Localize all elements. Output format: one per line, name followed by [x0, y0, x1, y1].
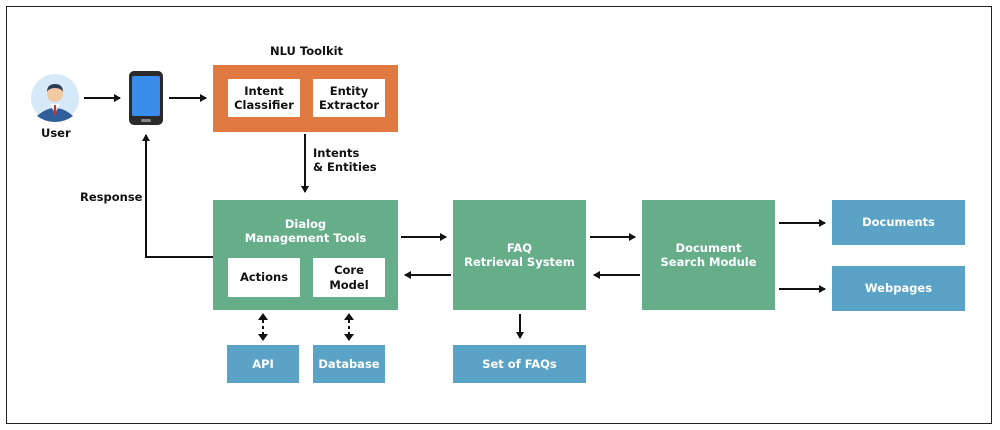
- nlu-toolkit-title: NLU Toolkit: [270, 44, 344, 58]
- api-box: API: [227, 345, 299, 383]
- dialog-management-title: Dialog Management Tools: [244, 217, 367, 246]
- database-box: Database: [313, 345, 385, 383]
- document-search-module-box: Document Search Module: [642, 200, 775, 310]
- documents-box: Documents: [832, 200, 965, 245]
- arrow-response-to-phone: [142, 134, 213, 258]
- core-model-box: Core Model: [313, 258, 385, 297]
- intent-classifier-box: Intent Classifier: [228, 79, 300, 117]
- actions-box: Actions: [228, 258, 300, 297]
- diagram-frame: [6, 6, 992, 424]
- user-avatar-icon: [31, 74, 79, 122]
- entity-extractor-box: Entity Extractor: [313, 79, 385, 117]
- faq-retrieval-system-box: FAQ Retrieval System: [453, 200, 586, 310]
- response-label: Response: [80, 190, 143, 204]
- smartphone-icon: [128, 70, 164, 126]
- webpages-box: Webpages: [832, 266, 965, 311]
- intents-entities-label: Intents & Entities: [313, 146, 377, 175]
- user-label: User: [41, 126, 71, 140]
- set-of-faqs-box: Set of FAQs: [453, 345, 586, 383]
